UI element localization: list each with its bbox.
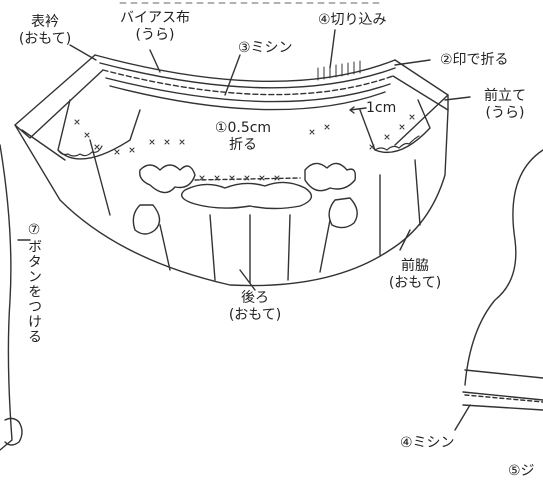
panel-line-3 — [209, 214, 216, 281]
leader-collar-outer — [69, 44, 97, 61]
leader-step2 — [394, 59, 431, 66]
label-front-facing: 前立て (うら) — [465, 88, 543, 122]
fold-crosses — [199, 175, 280, 181]
label-step1-fold: ①0.5cm 折る — [208, 120, 278, 154]
right-sleeve-cuff — [462, 369, 543, 411]
leader-sleeve-sew — [454, 404, 471, 431]
panel-line-8 — [414, 159, 421, 226]
leader-front-facing — [444, 96, 471, 101]
left-sleeve-outline — [0, 144, 13, 451]
right-front-facing-outer — [392, 59, 449, 111]
label-step3-sew: ③ミシン — [238, 40, 293, 56]
center-ruffle — [181, 181, 313, 210]
left-collar-scallop — [57, 145, 103, 157]
collar-band-inner-2 — [105, 77, 391, 103]
label-front-side-line2: (おもて) — [388, 275, 442, 291]
label-bias-tape-line1: バイアス布 — [120, 10, 190, 26]
label-step4-notch: ④切り込み — [318, 12, 387, 28]
collar-outer-edge — [94, 54, 396, 82]
panel-line-6 — [319, 219, 331, 273]
bodice-outline — [14, 109, 449, 287]
right-sleeve-outline — [464, 149, 543, 386]
leader-step4-top — [329, 29, 336, 69]
label-bias-tape: バイアス布 (うら) — [105, 10, 205, 44]
panel-line-2 — [159, 224, 171, 271]
one-cm-arrow — [349, 106, 367, 114]
label-one-cm: 1cm — [366, 100, 397, 116]
right-collar-scallop — [374, 135, 420, 151]
right-front-facing-line — [394, 94, 449, 146]
label-back-line2: (おもて) — [228, 307, 282, 323]
right-sleeve-gather — [328, 197, 358, 229]
label-collar-outer-line1: 表衿 — [31, 14, 59, 30]
leader-bias — [149, 49, 161, 73]
leader-back — [239, 269, 256, 291]
left-front-facing-inner — [21, 129, 66, 161]
leader-front-side — [399, 229, 411, 251]
right-ruffle — [304, 162, 357, 192]
collar-stitch-line — [102, 69, 394, 96]
notch-marks — [317, 60, 361, 81]
label-bias-tape-line2: (うら) — [135, 27, 175, 43]
label-collar-outer: 表衿 (おもて) — [10, 14, 80, 48]
label-collar-outer-line2: (おもて) — [18, 31, 72, 47]
label-step5-partial: ⑤ジ — [508, 463, 535, 479]
left-front-facing-outer — [14, 54, 104, 139]
label-step4-sew-sleeve: ④ミシン — [400, 435, 455, 451]
collar-band-inner-3 — [109, 85, 386, 111]
left-ruffle — [139, 164, 196, 194]
right-sleeve-stitch — [464, 394, 543, 403]
left-sleeve-cuff — [4, 417, 23, 446]
label-front-side: 前脇 (おもて) — [375, 258, 455, 292]
leader-step3 — [224, 54, 241, 96]
left-sleeve-gather — [132, 204, 161, 235]
label-step7-buttons: ⑦ボタンをつける — [26, 222, 42, 344]
collar-band-inner-1 — [99, 62, 396, 89]
label-front-facing-line2: (うら) — [485, 105, 525, 121]
label-step2-fold: ②印で折る — [440, 52, 509, 68]
panel-line-1 — [89, 139, 111, 216]
label-front-side-line1: 前脇 — [401, 258, 429, 274]
panel-line-5 — [287, 214, 291, 281]
label-front-facing-line1: 前立て — [484, 88, 526, 104]
label-back: 後ろ (おもて) — [215, 290, 295, 324]
label-back-line1: 後ろ — [241, 290, 269, 306]
right-facing-crosses — [309, 114, 415, 150]
left-facing-crosses — [74, 119, 185, 155]
label-step1-fold-line1: ①0.5cm — [214, 120, 272, 136]
label-step1-fold-line2: 折る — [229, 137, 257, 153]
right-collar-piece — [359, 99, 431, 154]
